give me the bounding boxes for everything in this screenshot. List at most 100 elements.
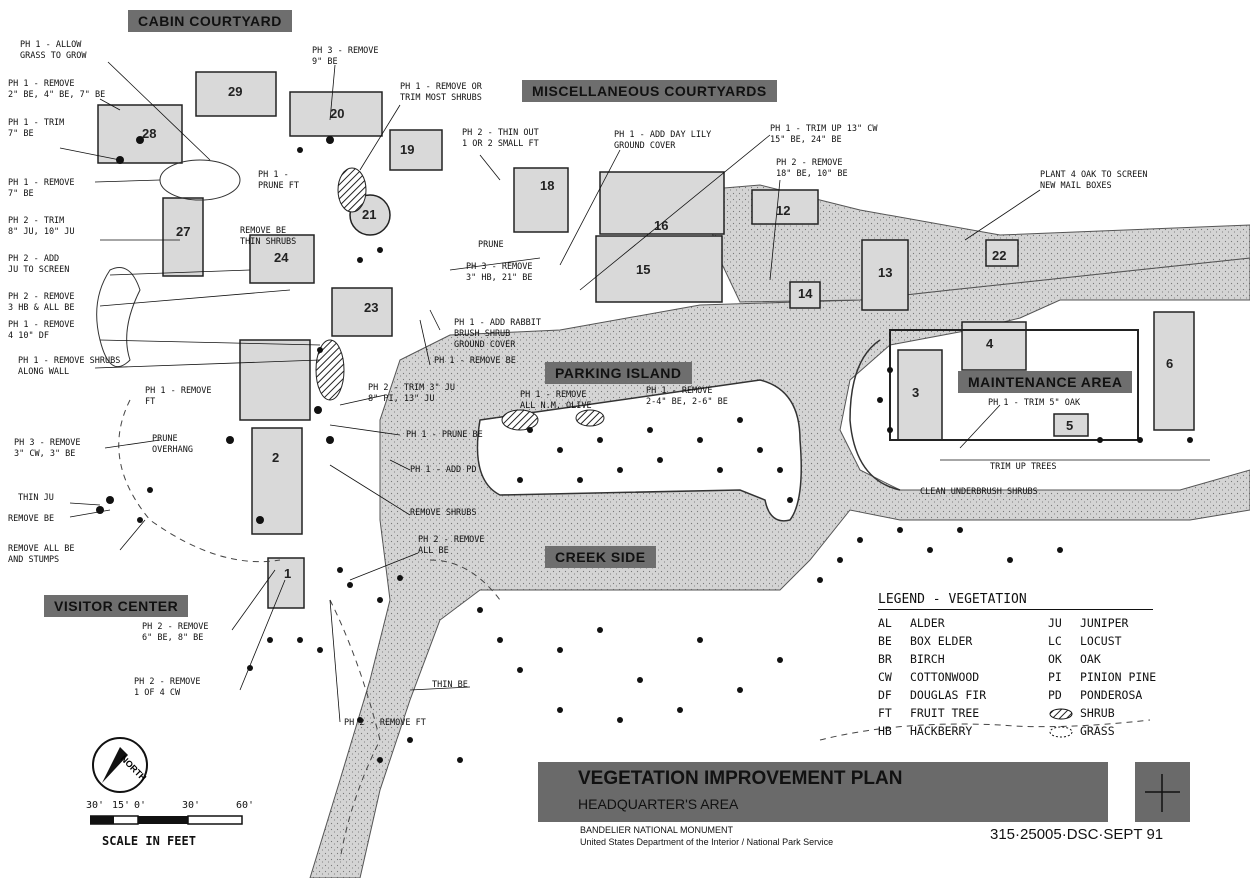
parking-island [476,379,802,522]
note: PH 2 - REMOVE ALL BE [418,535,485,556]
building-visitor [239,339,311,421]
building-number: 21 [362,207,377,222]
label-visitor-center: VISITOR CENTER [44,595,189,617]
building-23 [331,287,393,337]
label-parking-island: PARKING ISLAND [545,362,692,384]
note: PH 1 - TRIM 7" BE [8,118,65,139]
building-27 [162,197,204,277]
building-24 [249,234,315,284]
building-12 [751,189,819,225]
building-1 [267,557,305,609]
building-number: 20 [330,106,345,121]
note: PH 1 - ADD DAY LILY GROUND COVER [614,130,712,151]
note: PH 2 - REMOVE 1 OF 4 CW [134,677,201,698]
grass-courtyard [159,159,241,201]
building-number: 28 [142,126,157,141]
note: THIN BE [432,680,468,690]
building-number: 5 [1066,418,1074,433]
note: PRUNE OVERHANG [152,434,193,455]
note: PH 3 - REMOVE 3" HB, 21" BE [466,262,533,283]
shrub-swatch-icon [1049,708,1073,719]
building-number: 24 [274,250,289,265]
note: PH 1 - ADD RABBIT BRUSH SHRUB GROUND COV… [454,318,541,350]
building-13 [861,239,909,311]
leader-lines [59,61,1210,723]
label-cabin-courtyard: CABIN COURTYARD [128,10,292,32]
note: THIN JU [18,493,54,503]
building-15 [595,235,723,303]
note: PH 1 - ALLOW GRASS TO GROW [20,40,87,61]
note: PH 1 - REMOVE BE [434,356,516,366]
note: PH 1 - REMOVE 4 10" DF [8,320,75,341]
note: PH 1 - ADD PD [410,465,477,475]
maintenance-yard [889,329,1139,441]
building-number: 19 [400,142,415,157]
legend-item: SHRUB [1048,706,1115,720]
scale-tick: 15' [112,800,131,811]
note: REMOVE BE THIN SHRUBS [240,226,297,247]
note: PH 1 - REMOVE SHRUBS ALONG WALL [18,356,121,377]
building-number: 15 [636,262,651,277]
note: PH 2 - REMOVE 18" BE, 10" BE [776,158,848,179]
building-19 [389,129,443,171]
park-name: BANDELIER NATIONAL MONUMENT [580,825,734,835]
grass-swatch-icon [1049,726,1073,737]
trees [96,136,1193,763]
building-29 [195,71,277,117]
legend-title: LEGEND - VEGETATION [878,592,1153,610]
label-maintenance-area: MAINTENANCE AREA [958,371,1133,393]
scale-bar-graphic [90,815,243,825]
building-14 [789,281,821,309]
note: PH 2 - TRIM 3" JU 8" PI, 13" JU [368,383,455,404]
note: PH 1 - REMOVE FT [145,386,212,407]
building-20 [289,91,383,137]
shrub-2 [575,409,605,427]
north-arrow-icon: NORTH [92,737,148,793]
building-5 [1053,413,1089,437]
note: REMOVE SHRUBS [410,508,477,518]
building-number: 6 [1166,356,1174,371]
building-22 [985,239,1019,267]
building-16 [599,171,725,235]
building-number: 29 [228,84,243,99]
note: PH 1 - TRIM UP 13" CW 15" BE, 24" BE [770,124,878,145]
shrub-hatches [315,167,605,431]
building-number: 12 [776,203,791,218]
building-number: 2 [272,450,280,465]
scale-tick: 30' [182,800,201,811]
scale-tick: 60' [236,800,255,811]
note: PH 3 - REMOVE 3" CW, 3" BE [14,438,81,459]
note: PH 2 - REMOVE 3 HB & ALL BE [8,292,75,313]
note: PH 1 - REMOVE OR TRIM MOST SHRUBS [400,82,482,103]
upper-road [699,184,1250,303]
agency-name: United States Department of the Interior… [580,837,834,847]
scale-tick: 0' [134,800,147,811]
legend-item: GRASS [1048,724,1115,738]
building-number: 16 [654,218,669,233]
building-number: 3 [912,385,920,400]
shrub-21 [337,167,367,213]
note: PH 1 - REMOVE 2" BE, 4" BE, 7" BE [8,79,106,100]
note: PH 2 - ADD JU TO SCREEN [8,254,70,275]
building-3 [897,349,943,441]
note: PH 2 - TRIM 8" JU, 10" JU [8,216,75,237]
plan-subtitle: HEADQUARTER'S AREA [578,796,739,812]
title-block: VEGETATION IMPROVEMENT PLAN HEADQUARTER'… [538,762,1108,822]
building-number: 18 [540,178,555,193]
note: PLANT 4 OAK TO SCREEN NEW MAIL BOXES [1040,170,1148,191]
scale-tick: 30' [86,800,105,811]
note: PH 1 - TRIM 5" OAK [988,398,1081,408]
drawing-number: 315·25005·DSC·SEPT 91 [990,826,1164,843]
note: PH 2 - REMOVE FT [344,718,426,728]
building-18 [513,167,569,233]
